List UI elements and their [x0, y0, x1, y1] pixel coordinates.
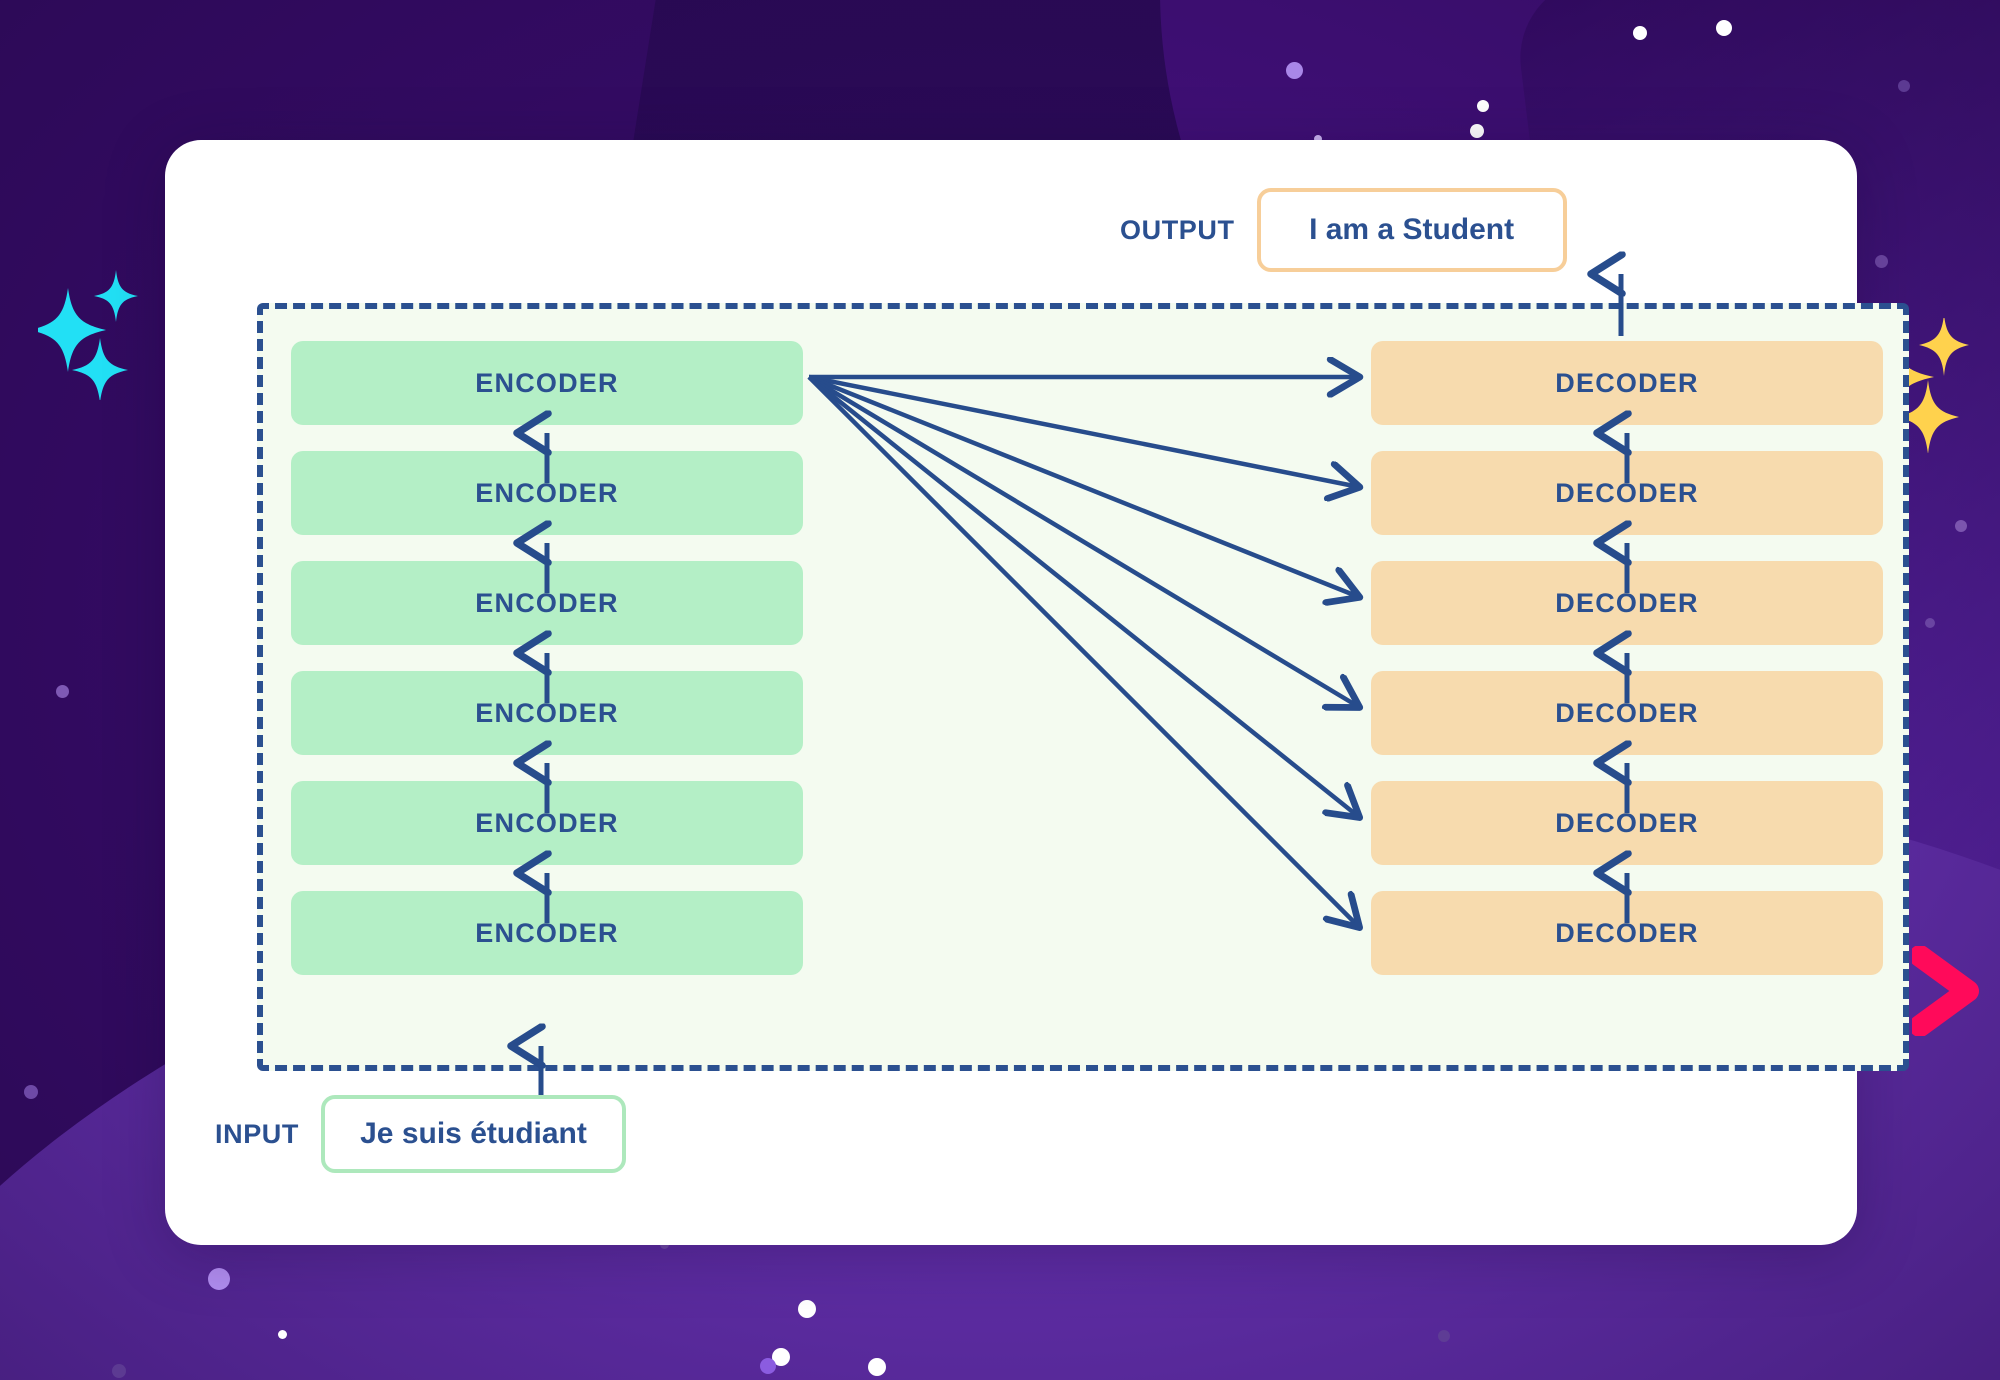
encoder-decoder-zone: ENCODER ENCODER ENCODER ENCODER ENCODER … — [257, 303, 1909, 1071]
diagram-card: OUTPUT I am a Student ENCODER ENCODER EN… — [165, 140, 1909, 1245]
output-row: OUTPUT I am a Student — [1120, 188, 1567, 272]
background-dot — [760, 1358, 776, 1374]
encoder-block[interactable]: ENCODER — [291, 341, 803, 425]
output-label: OUTPUT — [1120, 214, 1235, 245]
decoder-block-label: DECODER — [1555, 807, 1699, 838]
decoder-block-label: DECODER — [1555, 697, 1699, 728]
decoder-block[interactable]: DECODER — [1371, 561, 1883, 645]
encoder-block-label: ENCODER — [475, 587, 619, 618]
background-dot — [1314, 135, 1322, 143]
encoder-block[interactable]: ENCODER — [291, 891, 803, 975]
background-dot — [868, 1358, 886, 1376]
decoder-block-label: DECODER — [1555, 477, 1699, 508]
chevron-right-icon — [1909, 945, 1982, 1041]
background-dot — [1477, 100, 1489, 112]
encoder-block-label: ENCODER — [475, 807, 619, 838]
background-dot — [1286, 62, 1303, 79]
background-dot — [1955, 520, 1967, 532]
sparkle-cyan-icon — [38, 270, 148, 400]
decoder-block-label: DECODER — [1555, 587, 1699, 618]
background-dot — [1438, 1330, 1450, 1342]
background-dot — [772, 1348, 790, 1366]
input-label: INPUT — [215, 1118, 299, 1149]
decoder-block[interactable]: DECODER — [1371, 891, 1883, 975]
encoder-stack: ENCODER ENCODER ENCODER ENCODER ENCODER … — [291, 341, 803, 975]
background-dot — [208, 1268, 230, 1290]
background-dot — [278, 1330, 287, 1339]
encoder-block[interactable]: ENCODER — [291, 781, 803, 865]
background-dot — [1925, 618, 1935, 628]
output-value-box[interactable]: I am a Student — [1256, 188, 1567, 272]
background-dot — [798, 1300, 816, 1318]
background-dot — [24, 1085, 38, 1099]
background-dot — [56, 685, 69, 698]
input-row: INPUT Je suis étudiant — [215, 1095, 626, 1173]
encoder-block-label: ENCODER — [475, 917, 619, 948]
decoder-stack: DECODER DECODER DECODER DECODER DECODER … — [1371, 341, 1883, 975]
cross-attention-fan — [807, 377, 1359, 927]
decoder-block-label: DECODER — [1555, 367, 1699, 398]
encoder-block[interactable]: ENCODER — [291, 561, 803, 645]
background-dot — [112, 1364, 126, 1378]
encoder-block[interactable]: ENCODER — [291, 451, 803, 535]
decoder-block-label: DECODER — [1555, 917, 1699, 948]
encoder-block-label: ENCODER — [475, 367, 619, 398]
input-value-box[interactable]: Je suis étudiant — [321, 1095, 626, 1173]
background-dot — [1875, 255, 1888, 268]
input-value-text: Je suis étudiant — [360, 1117, 587, 1150]
background-dot — [1470, 124, 1484, 138]
background-dot — [1633, 26, 1647, 40]
encoder-block[interactable]: ENCODER — [291, 671, 803, 755]
output-value-text: I am a Student — [1309, 213, 1515, 246]
decoder-block[interactable]: DECODER — [1371, 341, 1883, 425]
encoder-block-label: ENCODER — [475, 697, 619, 728]
decoder-block[interactable]: DECODER — [1371, 451, 1883, 535]
decoder-block[interactable]: DECODER — [1371, 781, 1883, 865]
background-dot — [1898, 80, 1910, 92]
background-dot — [1716, 20, 1732, 36]
decoder-block[interactable]: DECODER — [1371, 671, 1883, 755]
encoder-block-label: ENCODER — [475, 477, 619, 508]
